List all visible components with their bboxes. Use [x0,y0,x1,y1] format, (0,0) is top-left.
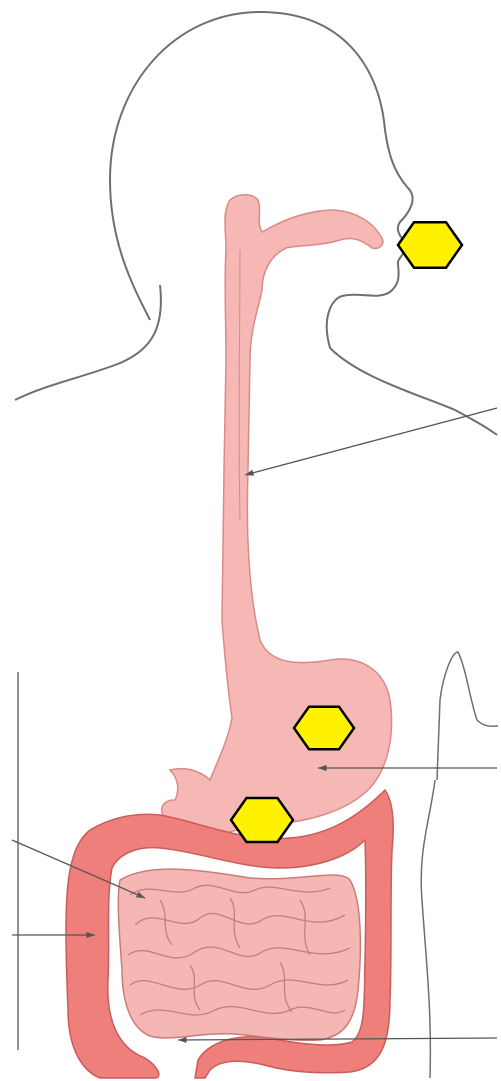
right-torso-outline [421,780,435,1078]
hexagon-marker-mouth-icon [398,222,462,267]
pointer-line-4 [178,1038,497,1040]
head-outline [110,12,413,348]
right-shoulder-outline [330,348,497,435]
left-shoulder-outline [15,285,161,400]
esophagus-and-stomach [162,195,392,839]
pointer-line-0 [245,408,497,475]
hexagon-marker-stomach-icon [294,707,354,750]
right-rib-outline [437,652,498,780]
small-intestine [118,869,360,1040]
upper-digestive-tract [162,195,392,839]
